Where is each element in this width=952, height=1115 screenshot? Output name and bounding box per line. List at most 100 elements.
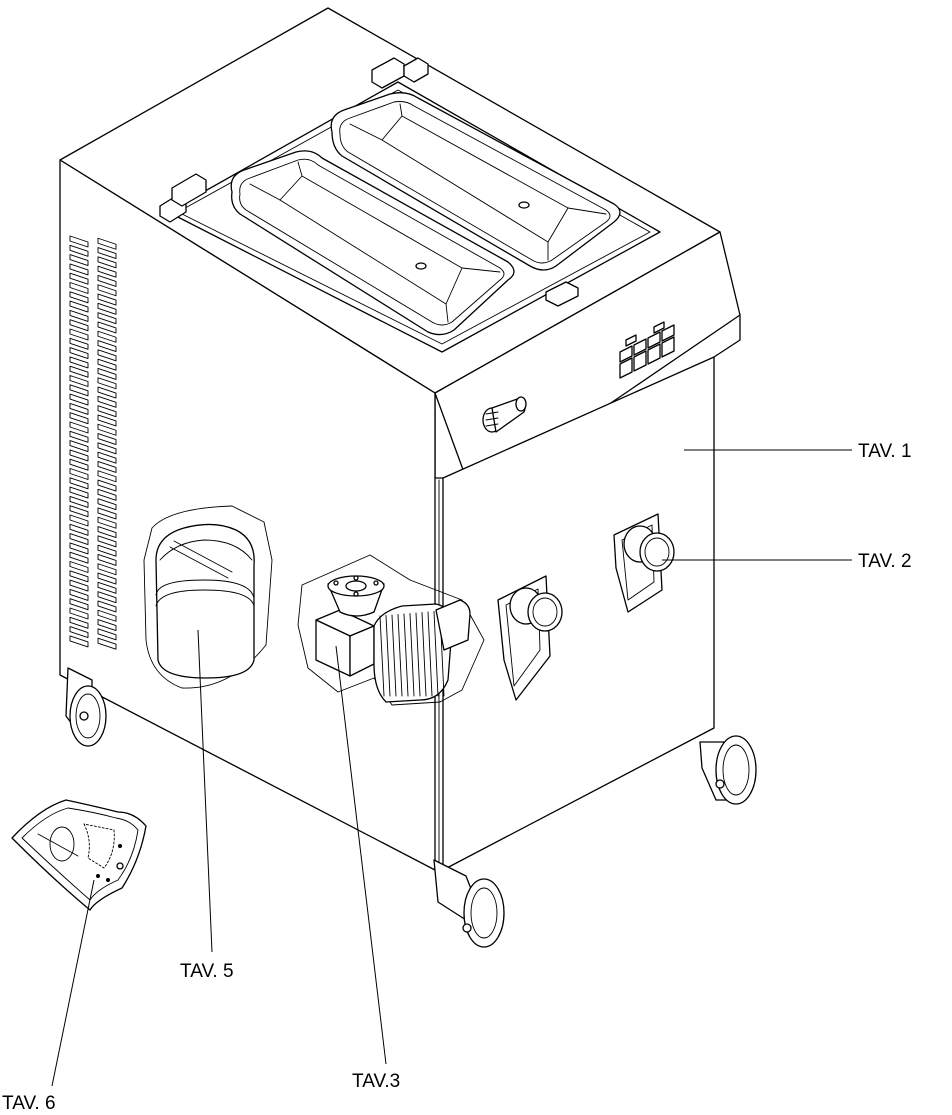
vent-slot (97, 498, 117, 511)
vent-slot (69, 328, 89, 341)
front-knob-left (497, 575, 563, 701)
front-panel (434, 356, 715, 871)
knob-control (482, 396, 527, 433)
vent-slot (69, 384, 89, 397)
vent-slot (69, 421, 89, 434)
vent-slot (69, 309, 89, 322)
hinge-left (159, 173, 207, 223)
vent-slot (97, 321, 117, 334)
caster-front-right (699, 735, 757, 805)
vent-slot (69, 402, 89, 415)
vent-slot (97, 349, 117, 362)
vent-slot (97, 256, 117, 269)
vent-slot (97, 544, 117, 557)
detached-part (11, 799, 147, 911)
vent-slot (69, 505, 89, 518)
vent-slot (97, 330, 117, 343)
vent-slot (97, 237, 117, 250)
vent-slot (69, 282, 89, 294)
vent-slot (69, 235, 89, 248)
vent-slot (97, 488, 117, 501)
motor-fin (421, 612, 427, 697)
vent-slot (69, 337, 89, 350)
vent-slot (69, 607, 89, 620)
vent-slot (97, 479, 117, 492)
motor-fin (427, 611, 433, 697)
caster-front-left (433, 859, 505, 948)
vent-slot (69, 356, 89, 369)
vent-slot (69, 347, 89, 360)
vent-slot (69, 588, 89, 601)
vent-slot (97, 581, 117, 594)
vent-slot (97, 572, 117, 585)
motor-fin (397, 614, 403, 697)
vent-slot (97, 414, 117, 427)
vent-slot (69, 458, 89, 471)
vent-slot (69, 319, 89, 332)
vent-slot (97, 312, 117, 325)
label-tav-2: TAV. 2 (858, 551, 912, 572)
vent-slot (97, 619, 117, 631)
vent-slot (69, 393, 89, 406)
motor-fin (433, 611, 439, 697)
vent-slot (69, 486, 89, 499)
vent-slot (69, 263, 89, 276)
vent-slot (97, 274, 117, 287)
label-tav-3: TAV.3 (352, 1071, 400, 1092)
vent-slot (69, 616, 89, 629)
vent-slot (69, 412, 89, 425)
motor-fin (385, 615, 391, 697)
vent-slot (97, 433, 117, 445)
vent-slot (97, 340, 117, 352)
cutaway-motor (297, 554, 485, 706)
vent-slot (97, 293, 117, 306)
vent-slot (97, 516, 117, 529)
tray-left (230, 150, 515, 336)
control-switches (619, 321, 675, 379)
vent-slot (69, 495, 89, 508)
vent-slot (97, 535, 117, 548)
vent-slot (69, 598, 89, 611)
vent-slot (97, 451, 117, 464)
vent-slot (69, 365, 89, 378)
vent-slot (97, 591, 117, 604)
vent-slot (69, 570, 89, 583)
vent-slot (97, 628, 117, 641)
cutaway-cylinder (143, 505, 273, 689)
vent-slot (97, 302, 117, 315)
front-knob-right (613, 513, 675, 613)
label-tav-6: TAV. 6 (2, 1093, 56, 1114)
vent-slot (69, 514, 89, 527)
motor-fin (379, 615, 385, 697)
motor-fin (403, 613, 409, 697)
motor-fin (409, 613, 415, 697)
vent-slot (69, 533, 89, 546)
vent-slot (97, 637, 117, 650)
motor-fin (391, 614, 397, 697)
caster-rear-left (65, 667, 107, 747)
vent-slot (97, 526, 117, 538)
vent-slot (69, 430, 89, 443)
vent-grille (69, 235, 117, 650)
vent-slot (97, 553, 117, 566)
vent-slot (97, 405, 117, 418)
vent-slot (97, 386, 117, 399)
vent-slot (69, 440, 89, 453)
vent-slot (69, 468, 89, 480)
vent-slot (97, 367, 117, 380)
vent-slot (69, 375, 89, 387)
vent-slot (97, 460, 117, 473)
vent-slot (97, 442, 117, 455)
vent-slot (97, 247, 117, 259)
tray-right (330, 92, 621, 271)
vent-slot (97, 265, 117, 278)
vent-slot (97, 600, 117, 613)
vent-slot (69, 542, 89, 555)
vent-slot (97, 609, 117, 622)
leader-lines (51, 449, 852, 1087)
vent-slot (97, 395, 117, 408)
motor-fin (415, 612, 421, 697)
vent-slot (97, 507, 117, 520)
